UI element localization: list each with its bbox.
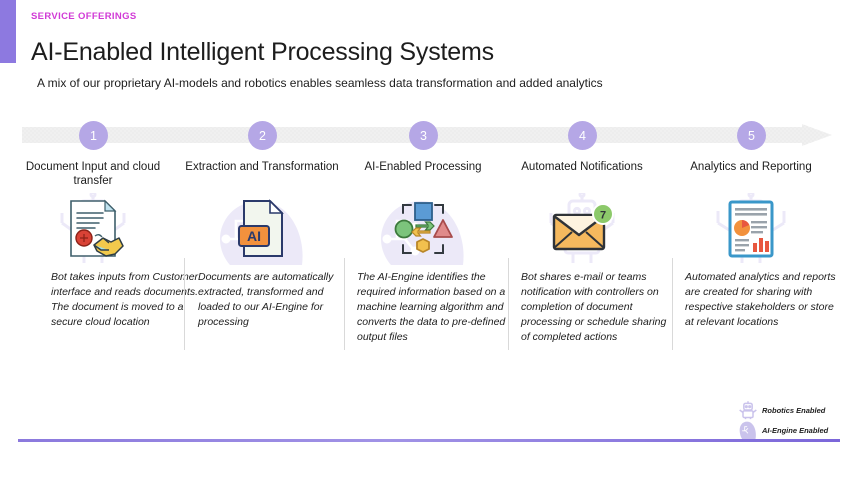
envelope-notification-icon: 7 <box>552 203 614 251</box>
legend-item-robotics: Robotics Enabled <box>738 400 838 420</box>
step-description-1: Bot takes inputs from Customer interface… <box>51 271 199 328</box>
step-circle-5[interactable]: 5 <box>737 121 766 150</box>
column-divider-1 <box>184 258 185 350</box>
step-number: 2 <box>259 128 266 143</box>
step-circle-2[interactable]: 2 <box>248 121 277 150</box>
step-icon-slot-5 <box>666 193 836 265</box>
step-label-4: Automated Notifications <box>521 161 643 173</box>
legend: Robotics Enabled AI-Engine Enabled <box>738 400 838 440</box>
column-divider-2 <box>344 258 345 350</box>
accent-bar <box>0 0 16 63</box>
eyebrow-label: SERVICE OFFERINGS <box>31 11 137 22</box>
legend-item-ai-engine: AI-Engine Enabled <box>738 420 838 440</box>
step-description-2: Documents are automatically extracted, t… <box>198 271 334 328</box>
step-description-5: Automated analytics and reports are crea… <box>685 271 836 328</box>
step-label-3: AI-Enabled Processing <box>364 161 482 173</box>
shapes-exchange-icon <box>394 202 453 254</box>
legend-label: Robotics Enabled <box>762 405 826 415</box>
bottom-rule <box>18 439 840 442</box>
step-description-4: Bot shares e-mail or teams notification … <box>521 271 667 343</box>
step-number: 3 <box>420 128 427 143</box>
step-label-2: Extraction and Transformation <box>185 161 339 173</box>
step-label-1: Document Input and cloud transfer <box>25 161 161 187</box>
column-divider-3 <box>508 258 509 350</box>
ai-file-label: AI <box>247 228 261 244</box>
step-number: 5 <box>748 128 755 143</box>
step-circle-1[interactable]: 1 <box>79 121 108 150</box>
robot-icon <box>739 401 757 420</box>
report-chart-icon <box>728 200 774 258</box>
step-label-5: Analytics and Reporting <box>690 161 812 173</box>
step-icon-slot-3 <box>338 193 508 265</box>
step-number: 1 <box>90 128 97 143</box>
page-subtitle: A mix of our proprietary AI-models and r… <box>37 76 603 90</box>
notification-badge-count: 7 <box>600 210 606 222</box>
step-icon-slot-4: 7 <box>497 193 667 265</box>
page-title: AI-Enabled Intelligent Processing System… <box>31 38 494 66</box>
step-circle-3[interactable]: 3 <box>409 121 438 150</box>
step-number: 4 <box>579 128 586 143</box>
legend-label: AI-Engine Enabled <box>762 425 829 435</box>
column-divider-4 <box>672 258 673 350</box>
step-circle-4[interactable]: 4 <box>568 121 597 150</box>
ai-brain-icon <box>739 421 756 440</box>
step-icon-slot-2: AI <box>177 193 347 265</box>
ai-file-icon: AI <box>238 199 284 257</box>
document-handshake-icon <box>70 199 124 257</box>
step-description-3: The AI-Engine identifies the required in… <box>357 271 506 343</box>
step-icon-slot-1 <box>8 193 178 265</box>
